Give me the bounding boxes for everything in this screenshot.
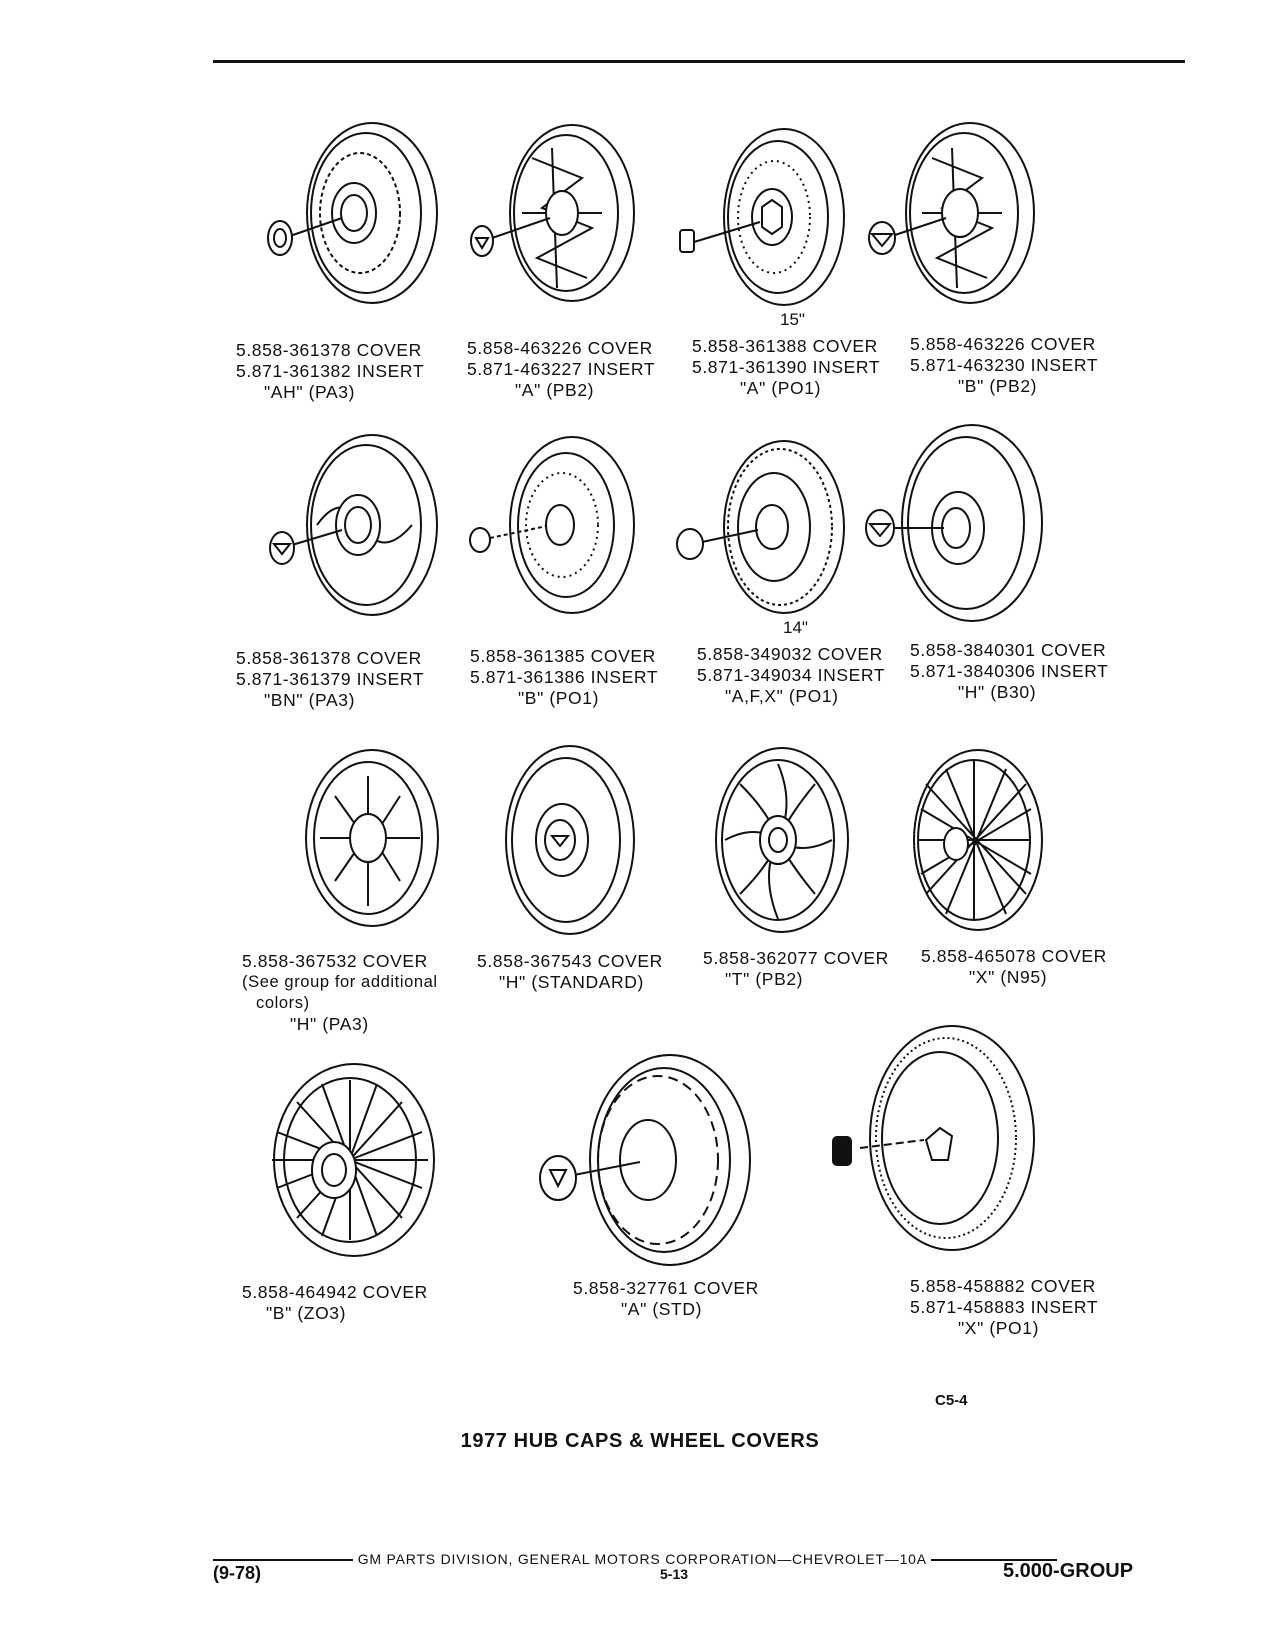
wheel-cover-illustration-15: [832, 1025, 1035, 1251]
part-caption-13: 5.858-464942 COVER "B" (ZO3): [242, 1282, 428, 1323]
part-caption-2: 5.858-463226 COVER 5.871-463227 INSERT "…: [467, 338, 656, 400]
wheel-cover-illustration-13: [272, 1063, 435, 1257]
wheel-cover-illustration-14: [539, 1054, 751, 1266]
part-caption-7: 5.858-349032 COVER 5.871-349034 INSERT "…: [697, 644, 886, 706]
part-caption-11: 5.858-362077 COVER "T" (PB2): [703, 948, 889, 989]
wheel-cover-illustration-6: [469, 436, 635, 614]
wheel-cover-illustration-5: [269, 434, 438, 616]
footer-date: (9-78): [213, 1563, 262, 1583]
wheel-cover-illustration-9: [305, 749, 439, 927]
footer-division-text: GM PARTS DIVISION, GENERAL MOTORS CORPOR…: [357, 1551, 927, 1567]
footer-page-number: 5-13: [660, 1566, 689, 1582]
page-title: 1977 HUB CAPS & WHEEL COVERS: [460, 1430, 820, 1452]
part-caption-8: 5.858-3840301 COVER 5.871-3840306 INSERT…: [910, 640, 1109, 702]
wheel-cover-illustration-11: [715, 747, 849, 933]
wheel-cover-illustration-4: [868, 122, 1035, 304]
footer-group: 5.000-GROUP: [1003, 1560, 1134, 1582]
wheel-cover-illustration-12: [913, 749, 1043, 931]
part-caption-15: 5.858-458882 COVER 5.871-458883 INSERT "…: [910, 1276, 1099, 1338]
part-caption-3: 5.858-361388 COVER 5.871-361390 INSERT "…: [692, 336, 881, 398]
part-caption-10: 5.858-367543 COVER "H" (STANDARD): [477, 951, 663, 992]
size-label-14: 14": [783, 618, 808, 637]
wheel-cover-illustration-3: [679, 128, 845, 306]
part-caption-6: 5.858-361385 COVER 5.871-361386 INSERT "…: [470, 646, 659, 708]
wheel-cover-illustration-10: [505, 745, 635, 935]
size-label-15: 15": [780, 310, 805, 329]
wheel-cover-illustration-2: [470, 124, 635, 302]
part-caption-5: 5.858-361378 COVER 5.871-361379 INSERT "…: [236, 648, 425, 710]
part-caption-9: 5.858-367532 COVER (See group for additi…: [242, 951, 438, 1034]
wheel-cover-illustration-7: [676, 440, 845, 614]
top-rule: [213, 60, 1185, 63]
figure-code: C5-4: [935, 1392, 968, 1409]
footer-division-line: GM PARTS DIVISION, GENERAL MOTORS CORPOR…: [213, 1551, 1153, 1567]
wheel-cover-illustration-8: [865, 424, 1043, 622]
part-caption-1: 5.858-361378 COVER 5.871-361382 INSERT "…: [236, 340, 425, 402]
part-caption-12: 5.858-465078 COVER "X" (N95): [921, 946, 1107, 987]
part-caption-14: 5.858-327761 COVER "A" (STD): [573, 1278, 759, 1319]
wheel-cover-illustration-1: [267, 122, 438, 304]
part-caption-4: 5.858-463226 COVER 5.871-463230 INSERT "…: [910, 334, 1099, 396]
